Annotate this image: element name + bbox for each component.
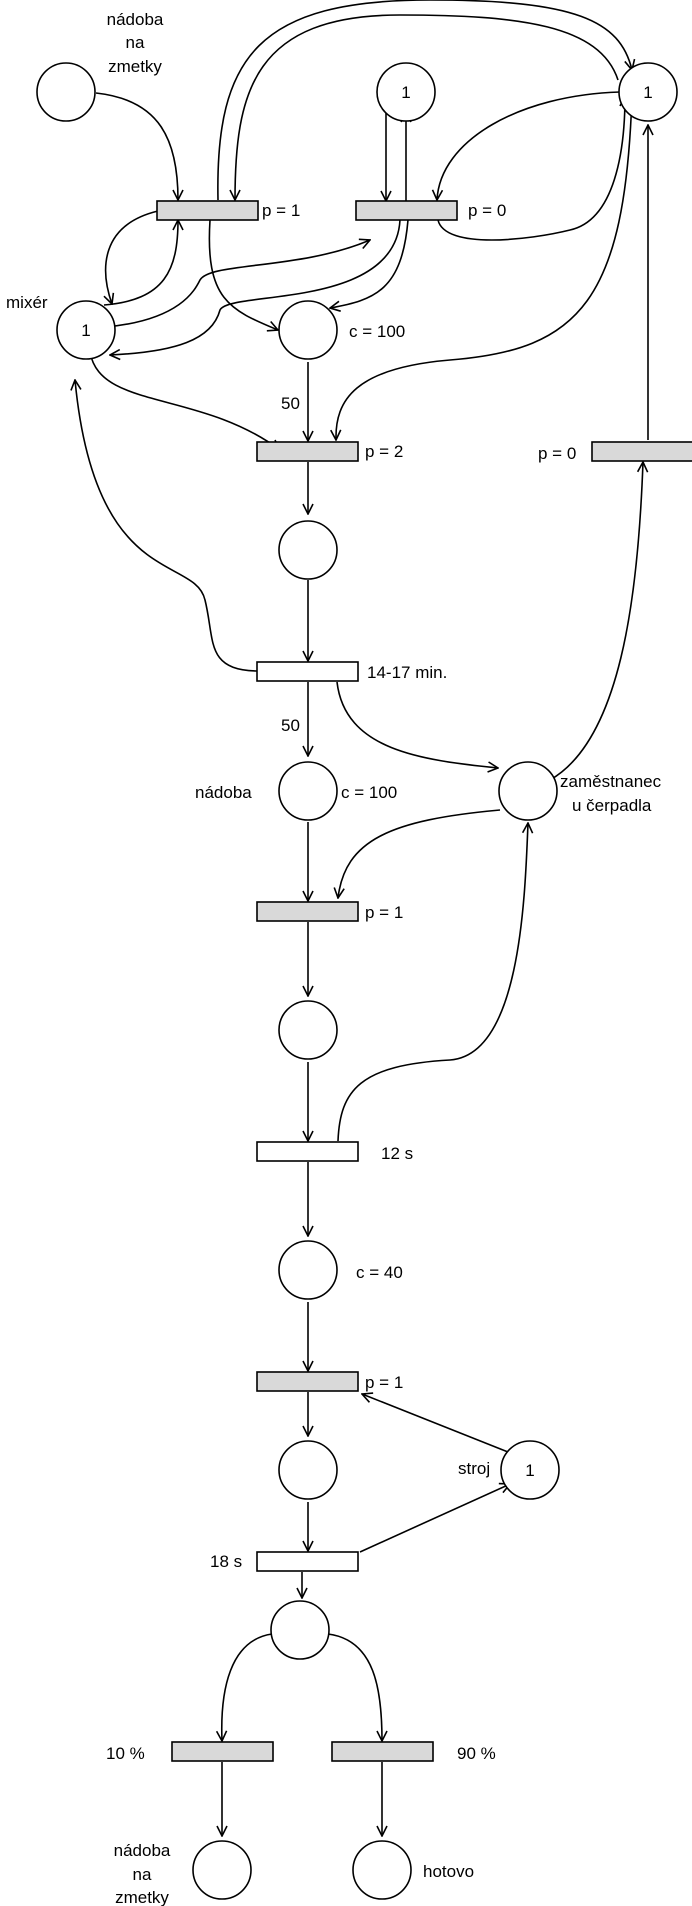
label-scrap-bottom-line3: zmetky [115,1888,169,1906]
place-after-p1b [278,1000,338,1060]
transition-18s [256,1551,359,1572]
transitions [156,200,692,1762]
arc-stroj-to-t-p1-low [362,1394,509,1453]
label-mixer: mixér [6,293,48,312]
place-after-18s [270,1600,330,1660]
label-nadoba-capacity: c = 100 [341,783,397,802]
arcs [75,0,648,1836]
place-nadoba [278,761,338,821]
arc-t-p1-to-mixer [106,210,159,304]
label-t-p1-top: p = 1 [262,201,300,220]
transition-12s [256,1141,359,1162]
place-after-p1c [278,1440,338,1500]
place-c40 [278,1240,338,1300]
transition-p0-top [355,200,458,221]
arc-t-p1-up-to-top2 [217,0,632,201]
label-scrap-top-line3: zmetky [108,57,162,76]
arc-mixer-to-t-p1 [103,220,178,306]
place-top1 [376,62,436,122]
place-scrap-bottom [192,1840,252,1900]
label-stroj: stroj [458,1459,490,1478]
place-top2 [618,62,678,122]
arc-t-p0-to-c100 [330,219,409,308]
transition-90-percent [331,1741,434,1762]
arc-t-18s-to-stroj [359,1484,510,1553]
token-top2: 1 [643,83,652,102]
label-t-1417: 14-17 min. [367,663,447,682]
arc-t-1417-to-worker [336,681,498,768]
arc-t-p1-to-c100 [208,219,278,330]
place-after-p2 [278,520,338,580]
label-worker-line1: zaměstnanec [560,772,662,791]
arc-top2-to-t-p0 [437,91,621,200]
arc-worker-to-t-p1-mid [338,809,501,898]
tokens: 1 1 1 1 [81,83,652,1480]
arc-mixer-to-t-p2 [89,351,280,450]
label-scrap-top-line1: nádoba [107,10,164,29]
label-t-12s: 12 s [381,1144,413,1163]
labels: nádoba na zmetky mixér c = 100 p = 1 p =… [6,10,662,1906]
label-c100-a: c = 100 [349,322,405,341]
label-t-p1-low: p = 1 [365,1373,403,1392]
token-top1: 1 [401,83,410,102]
label-scrap-bottom-line2: na [133,1865,152,1884]
place-mixer [56,300,116,360]
label-weight-1417-nadoba: 50 [281,716,300,735]
token-mixer: 1 [81,321,90,340]
arc-worker-to-t-p0-right [549,462,643,781]
place-stroj [500,1440,560,1500]
label-t-p0-top: p = 0 [468,201,506,220]
place-c100-a [278,300,338,360]
arc-scrap-top-to-t-p1 [95,92,178,200]
place-worker [498,761,558,821]
label-t-90: 90 % [457,1744,496,1763]
label-t-18s: 18 s [210,1552,242,1571]
place-scrap-top [36,62,96,122]
arc-top2-down-to-t-p2 [336,95,633,440]
arc-t-12s-to-worker [337,823,528,1142]
label-t-p0-right: p = 0 [538,444,576,463]
transition-p0-right [591,441,692,462]
label-scrap-top-line2: na [126,33,145,52]
label-t-p1-mid: p = 1 [365,903,403,922]
arc-place-to-t-90 [327,1633,382,1741]
token-stroj: 1 [525,1461,534,1480]
place-done [352,1840,412,1900]
places [36,62,678,1900]
label-c40: c = 40 [356,1263,403,1282]
transition-p1-mid [256,901,359,922]
transition-p2 [256,441,359,462]
transition-14-17 [256,661,359,682]
arc-t-p0-to-mixer [110,219,401,355]
arc-place-to-t-10 [222,1633,273,1741]
label-t-p2: p = 2 [365,442,403,461]
label-t-10: 10 % [106,1744,145,1763]
arc-top2-to-t-p1 [235,14,619,200]
label-worker-line2: u čerpadla [572,796,652,815]
transition-p1-top [156,200,259,221]
transition-p1-low [256,1371,359,1392]
label-scrap-bottom-line1: nádoba [114,1841,171,1860]
label-weight-mixer-p2: 50 [281,394,300,413]
arc-t-1417-to-mixer [75,380,258,672]
label-done: hotovo [423,1862,474,1881]
transition-10-percent [171,1741,274,1762]
arc-t-p0-to-top2 [437,96,625,241]
label-nadoba: nádoba [195,783,252,802]
arc-mixer-to-t-p0 [105,240,370,328]
